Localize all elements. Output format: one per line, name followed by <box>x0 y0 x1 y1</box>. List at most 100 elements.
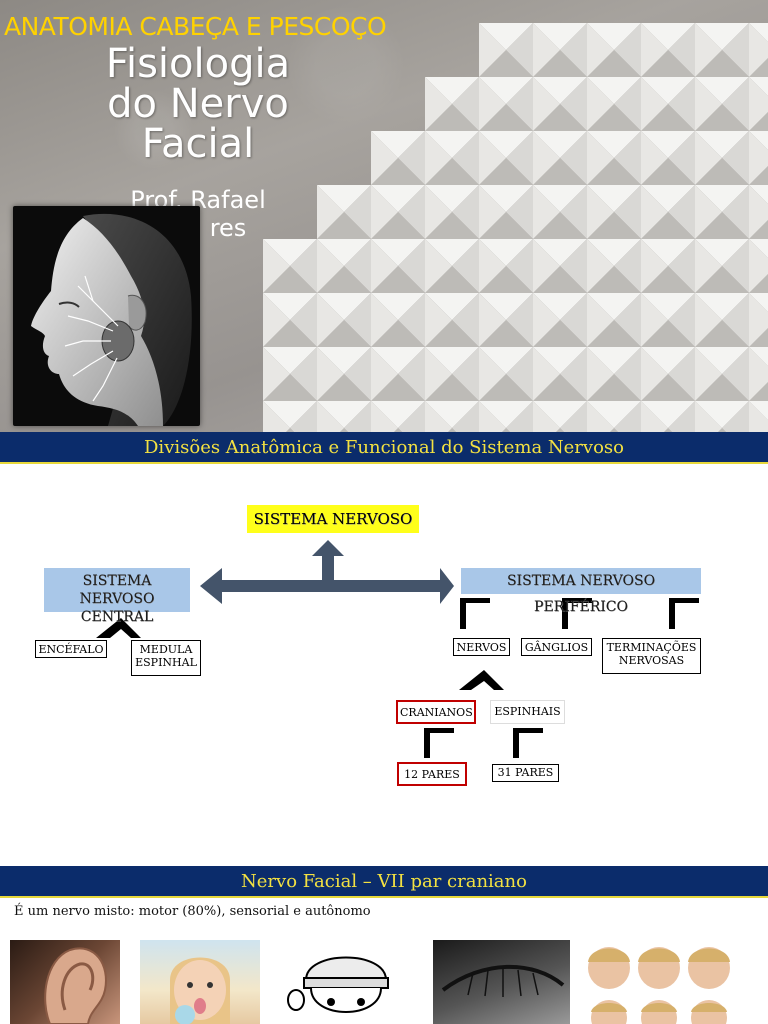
pyramid-facet <box>668 347 695 401</box>
pyramid-facet <box>263 320 317 347</box>
pyramid-facet <box>506 239 533 293</box>
node-ganglios: GÂNGLIOS <box>521 638 592 656</box>
pyramid-facet <box>425 212 479 239</box>
pyramid-facet <box>641 347 695 374</box>
pyramid-facet <box>506 293 533 347</box>
pyramid-facet <box>533 293 587 320</box>
pyramid-facet <box>668 401 695 432</box>
pyramid-facet <box>533 401 560 432</box>
pyramid-facet <box>749 23 768 77</box>
pyramid-facet <box>722 131 749 185</box>
pyramid-facet <box>263 239 290 293</box>
pyramid-facet <box>664 428 672 432</box>
corner-arrow-cranianos <box>424 728 454 758</box>
pyramid-facet <box>394 428 402 432</box>
pyramid-facet <box>587 293 641 320</box>
pyramid-facet <box>371 239 398 293</box>
pyramid-facet <box>668 239 695 293</box>
pyramid-facet <box>425 320 479 347</box>
pyramid-facet <box>452 401 479 432</box>
pyramid-facet <box>641 185 668 239</box>
node-31-pares: 31 PARES <box>492 764 559 782</box>
pyramid-facet <box>695 320 749 347</box>
pyramid-facet <box>587 320 641 347</box>
pyramid-facet <box>641 104 695 131</box>
node-encefalo: ENCÉFALO <box>35 640 107 658</box>
pyramid-facet <box>587 212 641 239</box>
pyramid-facet <box>479 347 506 401</box>
pyramid-facet <box>560 293 587 347</box>
pyramid-facet <box>641 23 695 50</box>
pyramid-facet <box>587 131 614 185</box>
pyramid-facet <box>398 347 425 401</box>
pyramid-facet <box>479 347 533 374</box>
pyramid-facet <box>587 266 641 293</box>
pyramid-facet <box>371 374 425 401</box>
pyramid-facet <box>344 401 371 432</box>
pyramid-facet <box>398 293 425 347</box>
pyramid-facet <box>587 50 641 77</box>
pyramid-facet <box>506 131 533 185</box>
pyramid-facet <box>641 401 695 428</box>
pyramid-facet <box>695 239 749 266</box>
pyramid-facet <box>641 185 695 212</box>
pyramid-facet <box>317 401 344 432</box>
pyramid-facet <box>614 185 641 239</box>
title-slide: ANATOMIA CABEÇA E PESCOÇO Fisiologia do … <box>0 0 768 432</box>
pyramid-facet <box>641 77 668 131</box>
node-sistema-nervoso: SISTEMA NERVOSO <box>247 505 419 533</box>
pyramid-facet <box>506 77 533 131</box>
pyramid-facet <box>506 347 533 401</box>
course-header: ANATOMIA CABEÇA E PESCOÇO <box>4 12 387 41</box>
pyramid-facet <box>425 104 479 131</box>
pyramid-facet <box>614 401 641 432</box>
pyramid-facet <box>479 374 533 401</box>
pyramid-facet <box>641 374 695 401</box>
pyramid-facet <box>263 401 290 432</box>
pyramid-facet <box>452 293 479 347</box>
pyramid-facet <box>749 77 768 131</box>
pyramid-facet <box>344 185 371 239</box>
pyramid-facet <box>371 320 425 347</box>
pyramid-facet <box>695 158 749 185</box>
pyramid-facet <box>587 347 641 374</box>
pyramid-facet <box>587 158 641 185</box>
pyramid-facet <box>560 131 587 185</box>
pyramid-facet <box>587 104 641 131</box>
pyramid-facet <box>722 77 749 131</box>
pyramid-facet <box>587 23 614 77</box>
pyramid-facet <box>749 401 768 432</box>
pyramid-facet <box>641 158 695 185</box>
pyramid-facet <box>425 266 479 293</box>
pyramid-facet <box>533 185 587 212</box>
pyramid-facet <box>641 320 695 347</box>
pyramid-facet <box>587 347 614 401</box>
pyramid-facet <box>425 347 452 401</box>
slide-title: Fisiologia do Nervo Facial <box>60 44 336 164</box>
pyramid-facet <box>587 401 614 432</box>
child-tasting-photo <box>140 940 260 1024</box>
pyramid-facet <box>695 239 722 293</box>
pyramid-facet <box>479 293 506 347</box>
pyramid-facet <box>668 131 695 185</box>
pyramid-facet <box>479 401 533 428</box>
pyramid-facet <box>668 293 695 347</box>
pyramid-facet <box>749 131 768 185</box>
pyramid-facet <box>533 347 560 401</box>
pyramid-facet <box>641 239 695 266</box>
pyramid-facet <box>290 347 317 401</box>
pyramid-facet <box>641 266 695 293</box>
pyramid-facet <box>371 158 425 185</box>
pyramid-facet <box>425 77 452 131</box>
ear-photo <box>10 940 120 1024</box>
slide-banner: Divisões Anatômica e Funcional do Sistem… <box>0 432 768 464</box>
pyramid-facet <box>614 131 641 185</box>
pyramid-facet <box>533 131 560 185</box>
pyramid-facet <box>263 293 290 347</box>
pyramid-facet <box>371 266 425 293</box>
pyramid-facet <box>641 239 668 293</box>
facial-nerve-slide: Nervo Facial – VII par craniano É um ner… <box>0 864 768 1024</box>
corner-arrow-ganglios <box>562 598 592 629</box>
hierarchy-arrows <box>96 540 699 758</box>
pyramid-facet <box>668 23 695 77</box>
